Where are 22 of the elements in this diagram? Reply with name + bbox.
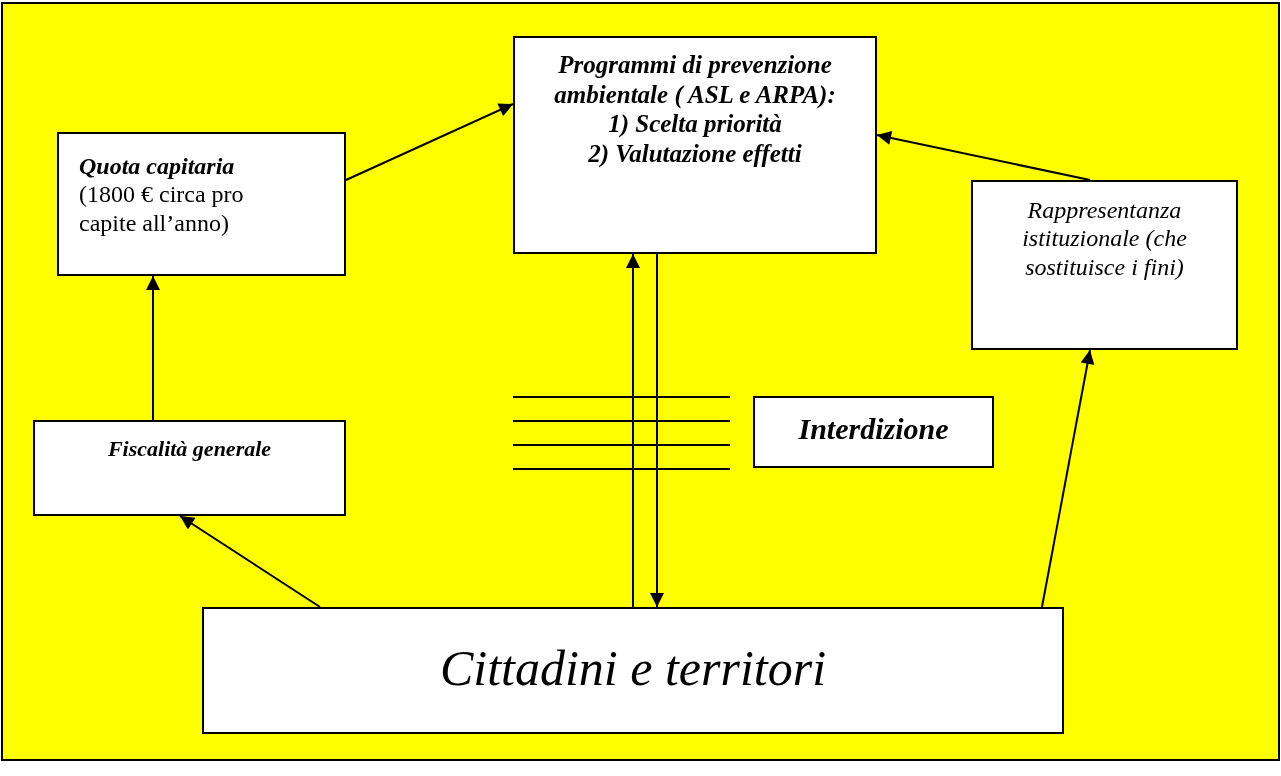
arrow [1041, 349, 1095, 608]
program-box [513, 36, 877, 254]
box-text: 2) Valutazione effetti [587, 138, 803, 168]
box-text: Rappresentanza istituzionale (che sostituisce i fini) [1021, 196, 1188, 281]
box-text: 1) Scelta priorità [607, 109, 783, 139]
box-text: Cittadini e territori [438, 639, 828, 698]
box-text: (1800 € circa pro capite all’anno) [79, 180, 245, 237]
taxation-box [33, 420, 346, 516]
box-heading: Programmi di prevenzione ambientale ( ASL e ARPA): [553, 50, 837, 109]
arrow [146, 275, 160, 421]
arrow [876, 131, 1091, 181]
arrow [345, 103, 514, 181]
representation-box [971, 180, 1238, 350]
box-text: Interdizione [797, 411, 950, 447]
funding-box [57, 132, 346, 276]
arrow [179, 515, 321, 608]
box-heading: Quota capitaria [79, 152, 236, 181]
arrow [626, 253, 640, 608]
arrow [650, 253, 664, 608]
citizens-box [202, 607, 1064, 734]
interdiction-box [753, 396, 994, 468]
box-text: Fiscalità generale [106, 436, 273, 462]
